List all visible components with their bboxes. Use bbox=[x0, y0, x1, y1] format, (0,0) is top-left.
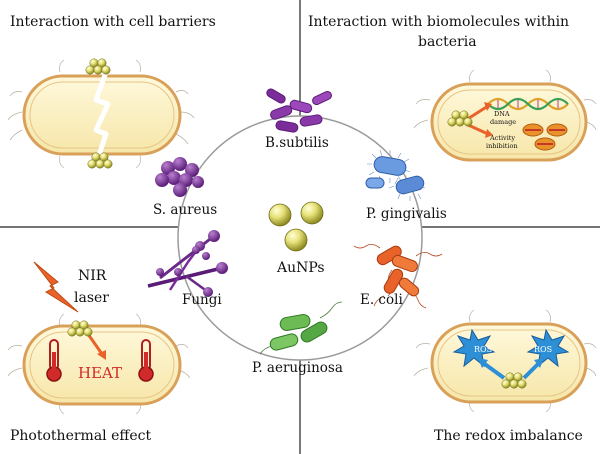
label-dna: DNA bbox=[494, 110, 510, 118]
bsubtilis-icon bbox=[266, 88, 332, 133]
label-ros-left: ROS bbox=[474, 345, 492, 354]
title-cell-barriers: Interaction with cell barriers bbox=[10, 14, 216, 30]
nir-laser-bolt-icon bbox=[33, 261, 79, 313]
label-fungi: Fungi bbox=[182, 292, 222, 308]
label-pgingivalis: P. gingivalis bbox=[366, 206, 447, 222]
title-redox: The redox imbalance bbox=[434, 428, 583, 444]
title-biomolecules-line2: bacteria bbox=[418, 34, 477, 50]
label-ecoli: E. coli bbox=[360, 292, 403, 308]
ros-star-left-icon bbox=[452, 328, 496, 368]
title-biomolecules-line1: Interaction with biomolecules within bbox=[308, 14, 569, 30]
title-photothermal: Photothermal effect bbox=[10, 428, 151, 444]
label-aunps: AuNPs bbox=[276, 260, 325, 276]
paeruginosa-icon bbox=[259, 301, 343, 355]
ros-star-right-icon bbox=[526, 328, 570, 368]
ecoli-icon bbox=[353, 244, 443, 309]
label-inhibition: inhibition bbox=[486, 142, 518, 150]
photothermal-bacterium bbox=[7, 313, 191, 415]
label-laser: laser bbox=[74, 290, 109, 306]
label-bsubtilis: B.subtilis bbox=[265, 135, 329, 151]
fungi-icon bbox=[147, 230, 228, 297]
cell-barrier-bacterium bbox=[7, 59, 195, 169]
redox-bacterium bbox=[413, 309, 597, 413]
saureus-icon bbox=[155, 157, 204, 197]
label-saureus: S. aureus bbox=[153, 202, 217, 218]
gold-np-cluster-photothermal bbox=[68, 321, 92, 336]
label-ros-right: ROS bbox=[534, 345, 552, 354]
biomolecule-bacterium bbox=[413, 69, 597, 162]
label-activity: Activity bbox=[489, 134, 515, 142]
aunps-icon bbox=[268, 201, 324, 252]
label-nir: NIR bbox=[78, 268, 107, 284]
label-paeruginosa: P. aeruginosa bbox=[252, 360, 343, 376]
label-damage: damage bbox=[490, 118, 516, 126]
label-heat: HEAT bbox=[78, 364, 122, 382]
pgingivalis-icon bbox=[365, 149, 426, 201]
thermometer-right-icon bbox=[138, 339, 154, 382]
gold-np-cluster-top bbox=[86, 59, 110, 74]
thermometer-left-icon bbox=[46, 339, 62, 382]
